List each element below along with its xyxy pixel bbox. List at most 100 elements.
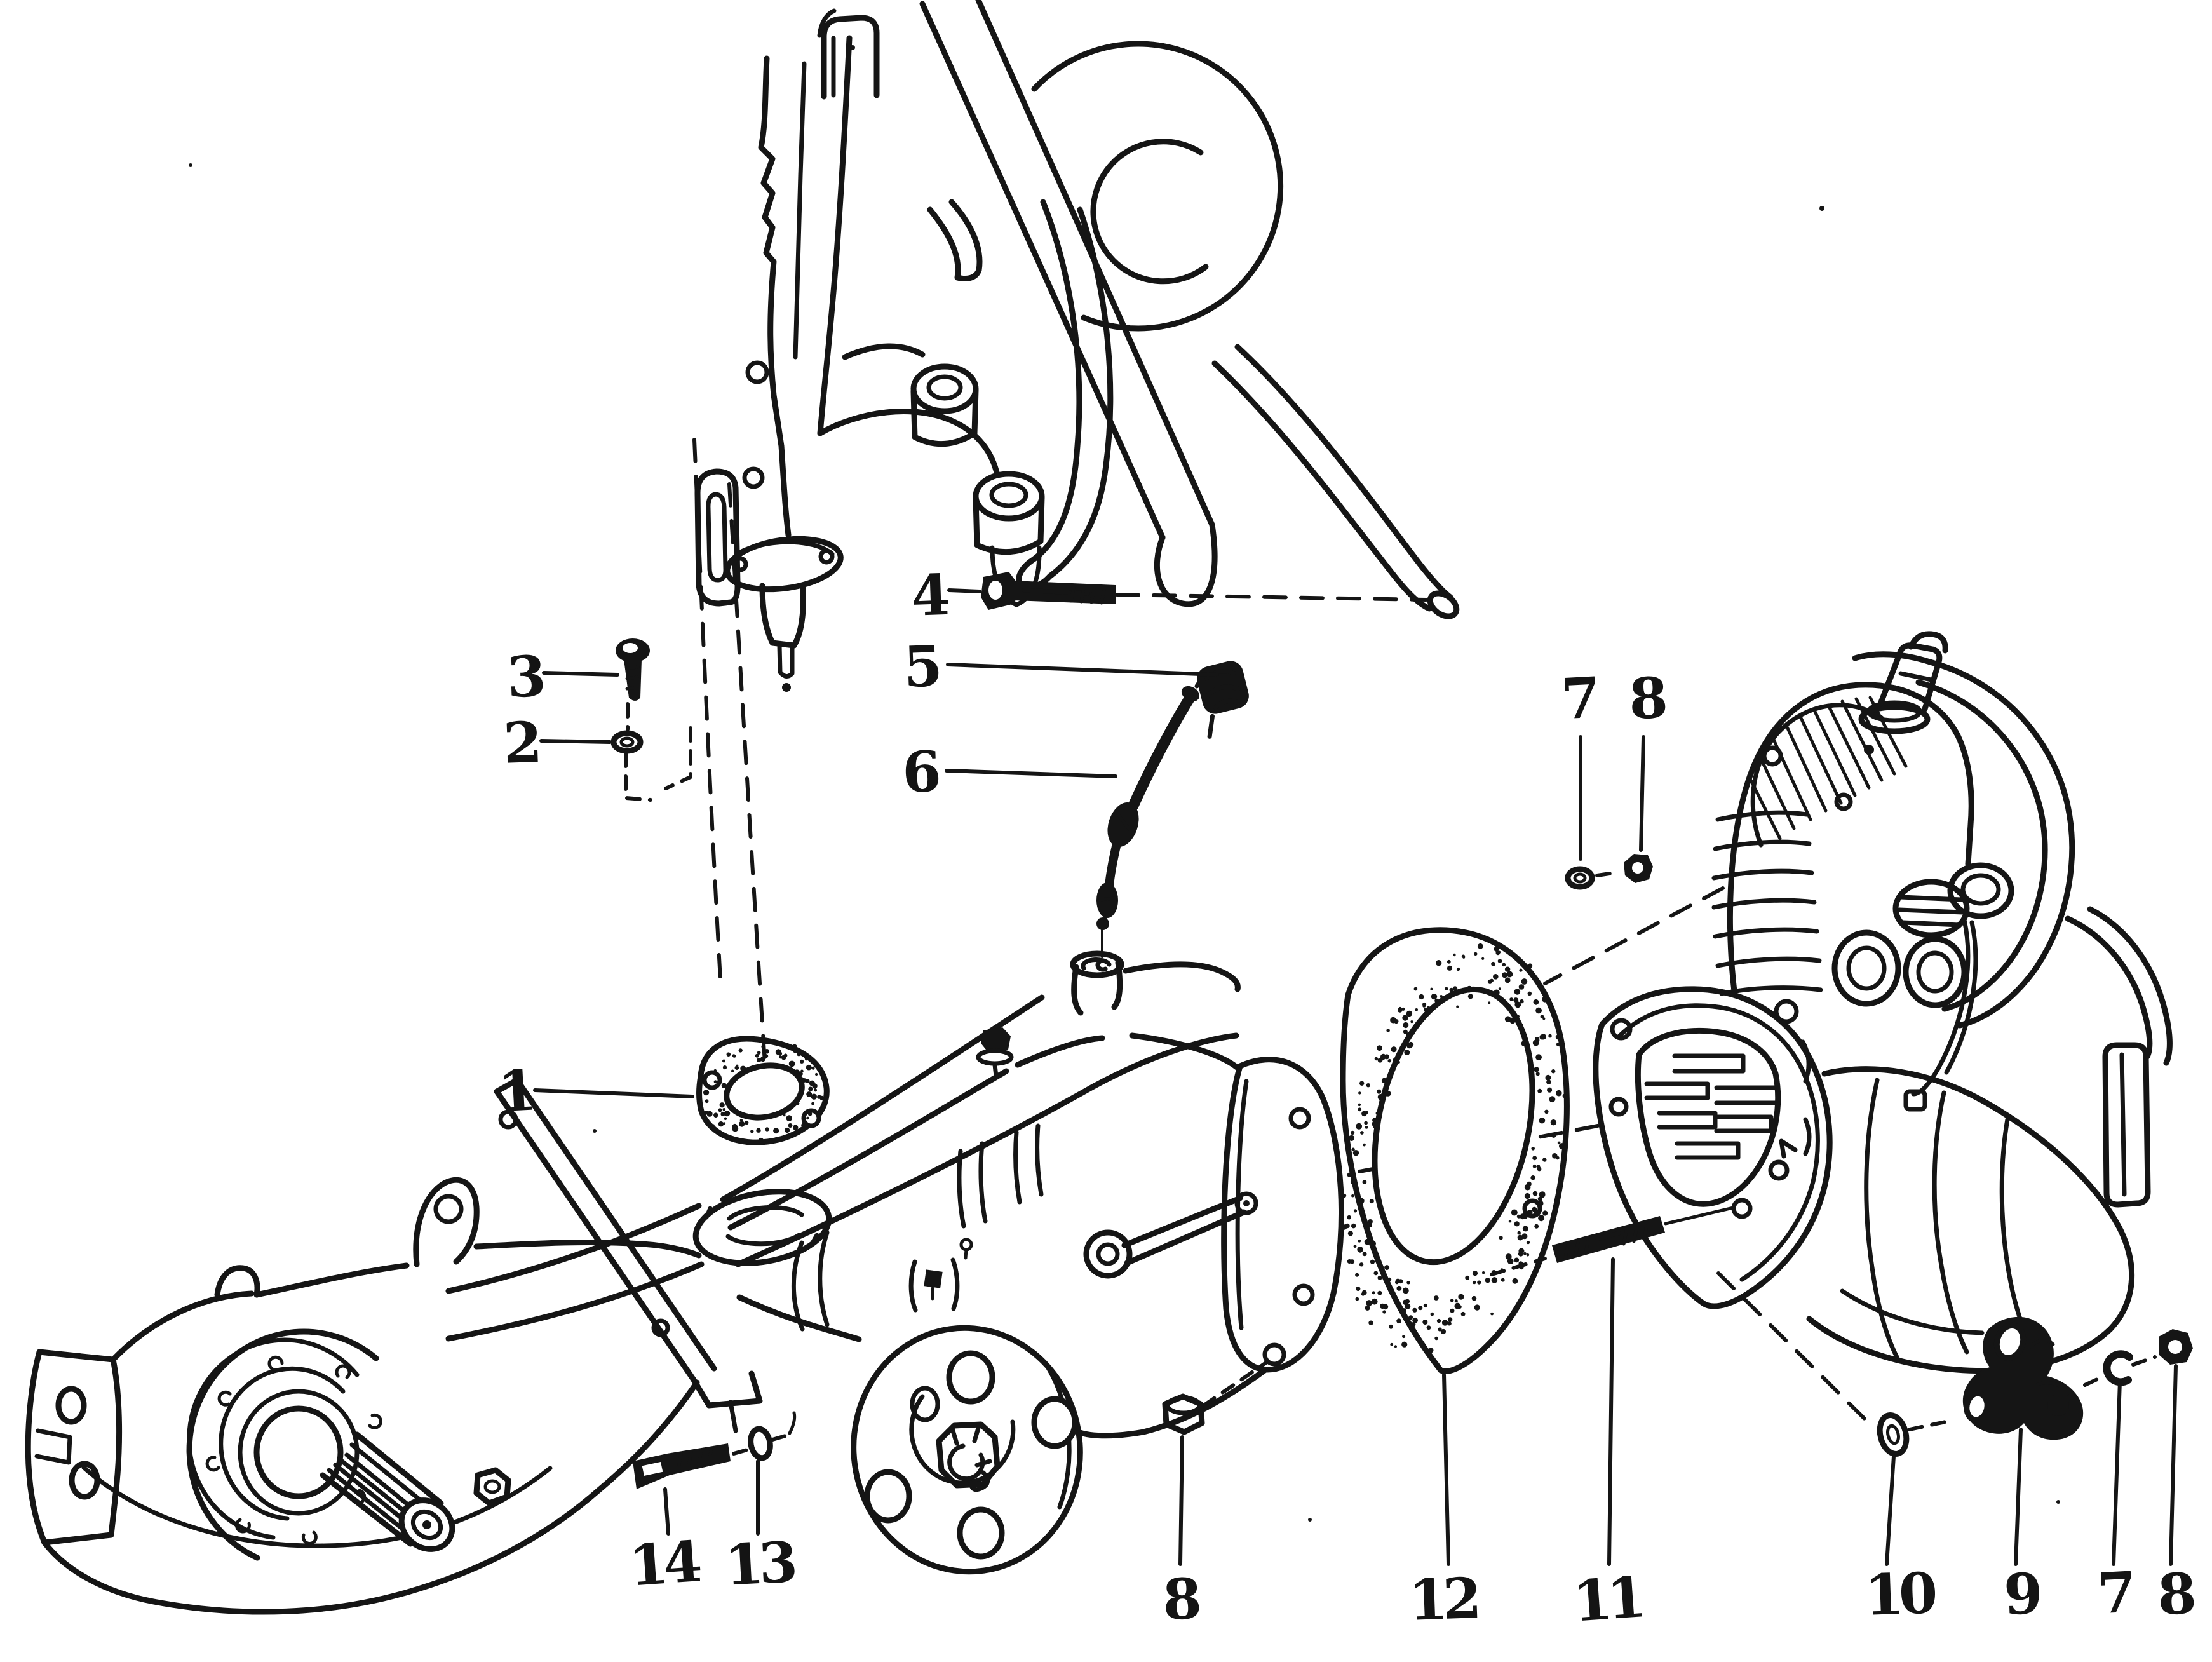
gasket-stipple-dot xyxy=(1358,1107,1362,1112)
gasket-stipple-dot xyxy=(726,1052,731,1057)
gasket-stipple-dot xyxy=(1440,1328,1447,1335)
gasket-stipple-dot xyxy=(793,1069,800,1076)
gasket-stipple-dot xyxy=(1556,1090,1562,1097)
gasket-stipple-dot xyxy=(1382,1310,1386,1314)
hex-bolt-4 xyxy=(981,572,1116,610)
steering-stem xyxy=(759,583,806,649)
gasket-stipple-dot xyxy=(792,1044,797,1050)
case-beam-upper xyxy=(445,1203,702,1294)
gasket-stipple-dot xyxy=(1441,1320,1448,1326)
callout-number-1-0: 1 xyxy=(496,1057,534,1125)
callout-number-3-2: 3 xyxy=(506,643,544,710)
cylinder-head xyxy=(1727,682,1974,994)
gasket-stipple-dot xyxy=(788,1060,795,1067)
gasket-stipple-dot xyxy=(1349,1135,1355,1141)
gasket-stipple-dot xyxy=(1505,1253,1512,1260)
gasket-stipple-dot xyxy=(1400,1308,1407,1314)
gasket-stipple-dot xyxy=(1494,989,1500,996)
gasket-stipple-dot xyxy=(750,1130,754,1133)
gasket-stipple-dot xyxy=(723,1134,727,1139)
axis-stud11-left xyxy=(1490,1257,1547,1276)
rubber-grommet-5 xyxy=(1197,661,1249,739)
gasket-stipple-dot xyxy=(1375,1111,1380,1115)
large-gasket-12 xyxy=(1340,927,1570,1374)
gasket-stipple-dot xyxy=(1508,1220,1512,1223)
axis-upper-hardware xyxy=(1543,886,1725,985)
gasket-stipple-dot xyxy=(731,1069,734,1072)
gasket-stipple-dot xyxy=(706,1111,713,1117)
gasket-stipple-dot xyxy=(1533,999,1539,1005)
gasket-stipple-dot xyxy=(1540,1034,1546,1040)
gasket-stipple-dot xyxy=(1355,1273,1359,1277)
gasket-stipple-dot xyxy=(755,1053,759,1058)
gasket-stipple-dot xyxy=(1361,1292,1365,1296)
gasket-stipple-dot xyxy=(1516,1214,1521,1219)
case-cover-flange xyxy=(1221,1057,1345,1373)
gasket-stipple-dot xyxy=(1551,1132,1556,1138)
gasket-stipple-dot xyxy=(807,1112,813,1116)
gasket-stipple-dot xyxy=(1460,1311,1466,1316)
gasket-stipple-dot xyxy=(1408,1326,1415,1332)
gasket-stipple-dot xyxy=(1545,1074,1551,1081)
gasket-stipple-dot xyxy=(1487,979,1492,984)
flange-gasket-1 xyxy=(696,1036,830,1145)
gasket-stipple-dot xyxy=(756,1128,761,1133)
gasket-stipple-dot xyxy=(800,1059,804,1064)
gasket-stipple-dot xyxy=(1424,1007,1428,1012)
gasket-stipple-dot xyxy=(1481,1271,1485,1274)
gasket-stipple-dot xyxy=(1430,987,1433,990)
gasket-stipple-dot xyxy=(1481,957,1485,960)
case-inlet-flange xyxy=(692,1189,832,1266)
gasket-stipple-dot xyxy=(1347,1172,1352,1177)
gasket-stipple-dot xyxy=(1555,1156,1560,1160)
cover-plate xyxy=(1593,986,1833,1309)
gasket-stipple-dot xyxy=(1542,1158,1547,1162)
gasket-stipple-dot xyxy=(1514,989,1521,995)
gasket-stipple-dot xyxy=(1518,1261,1523,1266)
chaincase xyxy=(445,950,1345,1439)
mount-hardware xyxy=(633,1216,2193,1489)
gasket-stipple-dot xyxy=(1559,1143,1565,1149)
gasket-stipple-dot xyxy=(1517,1231,1521,1235)
gasket-stipple-dot xyxy=(1506,971,1513,978)
gasket-stipple-dot xyxy=(1477,1280,1481,1285)
gasket-stipple-dot xyxy=(785,1127,790,1133)
gasket-stipple-dot xyxy=(1406,1281,1410,1285)
gasket-stipple-dot xyxy=(757,1051,761,1055)
gasket-stipple-dot xyxy=(1396,1318,1402,1324)
gasket-stipple-dot xyxy=(1408,1315,1413,1320)
callout-leader-9-14 xyxy=(2014,1428,2023,1566)
filler-cap xyxy=(1070,950,1124,1016)
gasket-stipple-dot xyxy=(1490,1312,1494,1316)
case-top-bolt xyxy=(976,1027,1014,1079)
gasket-stipple-dot xyxy=(760,1057,765,1062)
gasket-stipple-dot xyxy=(1520,1213,1526,1219)
rear-tube xyxy=(1234,344,1453,600)
gasket-stipple-dot xyxy=(1509,1017,1516,1024)
gasket-stipple-dot xyxy=(1555,1034,1561,1040)
callout-leader-4-3 xyxy=(947,588,981,593)
callout-leader-11-12 xyxy=(1607,1257,1615,1566)
gasket-stipple-dot xyxy=(1366,1083,1370,1088)
axis-bracket-washer7 xyxy=(2083,1374,2106,1387)
gasket-stipple-dot xyxy=(1377,1045,1382,1051)
rear-air-box xyxy=(2065,906,2173,1208)
brace-bar xyxy=(494,1077,763,1433)
washer-13 xyxy=(748,1426,773,1461)
gasket-stipple-dot xyxy=(1394,1345,1397,1348)
gasket-stipple-dot xyxy=(1502,972,1508,978)
gasket-stipple-dot xyxy=(1436,960,1442,966)
gasket-stipple-dot xyxy=(1494,946,1499,952)
nut-8-upper xyxy=(1624,854,1653,883)
gasket-stipple-dot xyxy=(808,1086,813,1091)
gasket-stipple-dot xyxy=(1498,987,1501,990)
gasket-stipple-dot xyxy=(1522,1226,1528,1232)
gasket-stipple-dot xyxy=(1350,1130,1355,1135)
gasket-stipple-dot xyxy=(1389,1324,1393,1329)
callout-number-14-8: 14 xyxy=(627,1528,702,1599)
swingarm-ear xyxy=(413,1177,480,1267)
gasket-stipple-dot xyxy=(1485,1278,1490,1283)
gasket-stipple-dot xyxy=(1427,1006,1431,1010)
gasket-stipple-dot xyxy=(1381,1078,1387,1083)
gasket-stipple-dot xyxy=(1535,1072,1540,1076)
